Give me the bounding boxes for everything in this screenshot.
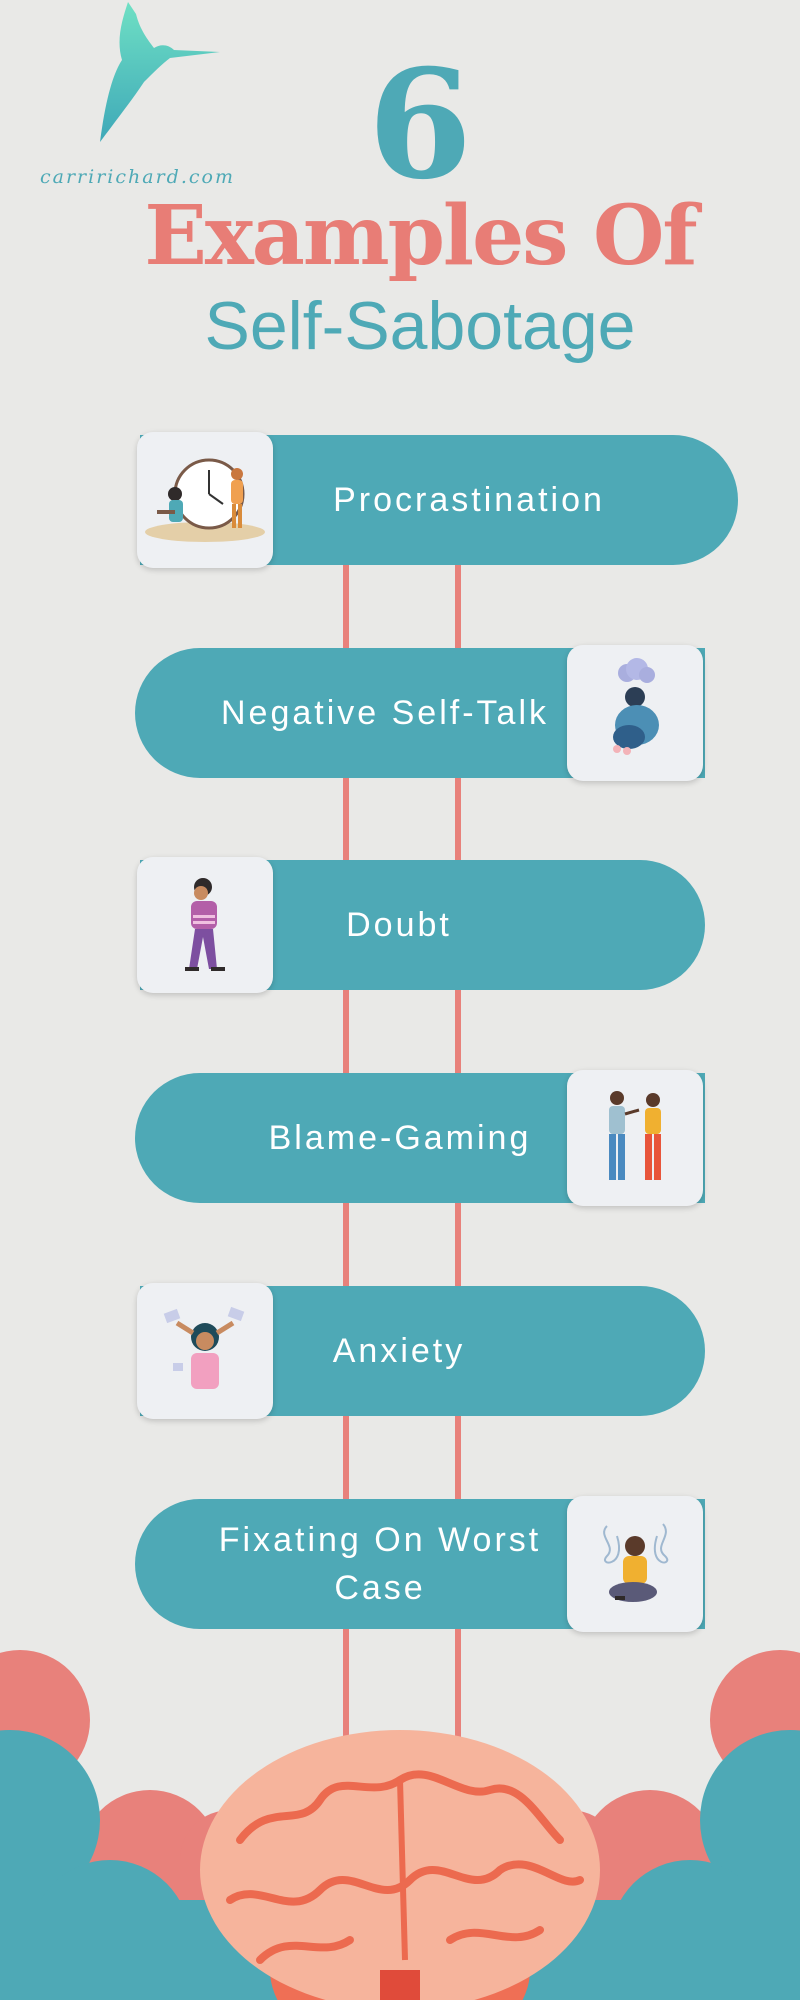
item-label: Procrastination <box>333 481 605 519</box>
brain-clouds-illustration-icon <box>0 1650 800 2000</box>
item-label: Anxiety <box>332 1332 466 1370</box>
item-label: Doubt <box>346 906 452 944</box>
item-label: Fixating On Worst Case <box>218 1521 542 1607</box>
procrastination-illustration-icon <box>137 432 273 568</box>
blame-gaming-illustration-icon <box>567 1070 703 1206</box>
anxiety-illustration-icon <box>137 1283 273 1419</box>
bottom-scene <box>0 1600 800 2000</box>
doubt-illustration-icon <box>137 857 273 993</box>
hummingbird-icon <box>100 2 220 142</box>
item-label: Blame-Gaming <box>268 1119 532 1157</box>
logo: carririchard.com <box>40 0 240 200</box>
title-main: Examples Of <box>144 188 697 284</box>
title-number: 6 <box>367 37 473 213</box>
fixating-illustration-icon <box>567 1496 703 1632</box>
negative-self-talk-illustration-icon <box>567 645 703 781</box>
item-label: Negative Self-Talk <box>220 694 549 732</box>
title-sub: Self-Sabotage <box>204 288 636 364</box>
logo-text: carririchard.com <box>40 166 235 188</box>
